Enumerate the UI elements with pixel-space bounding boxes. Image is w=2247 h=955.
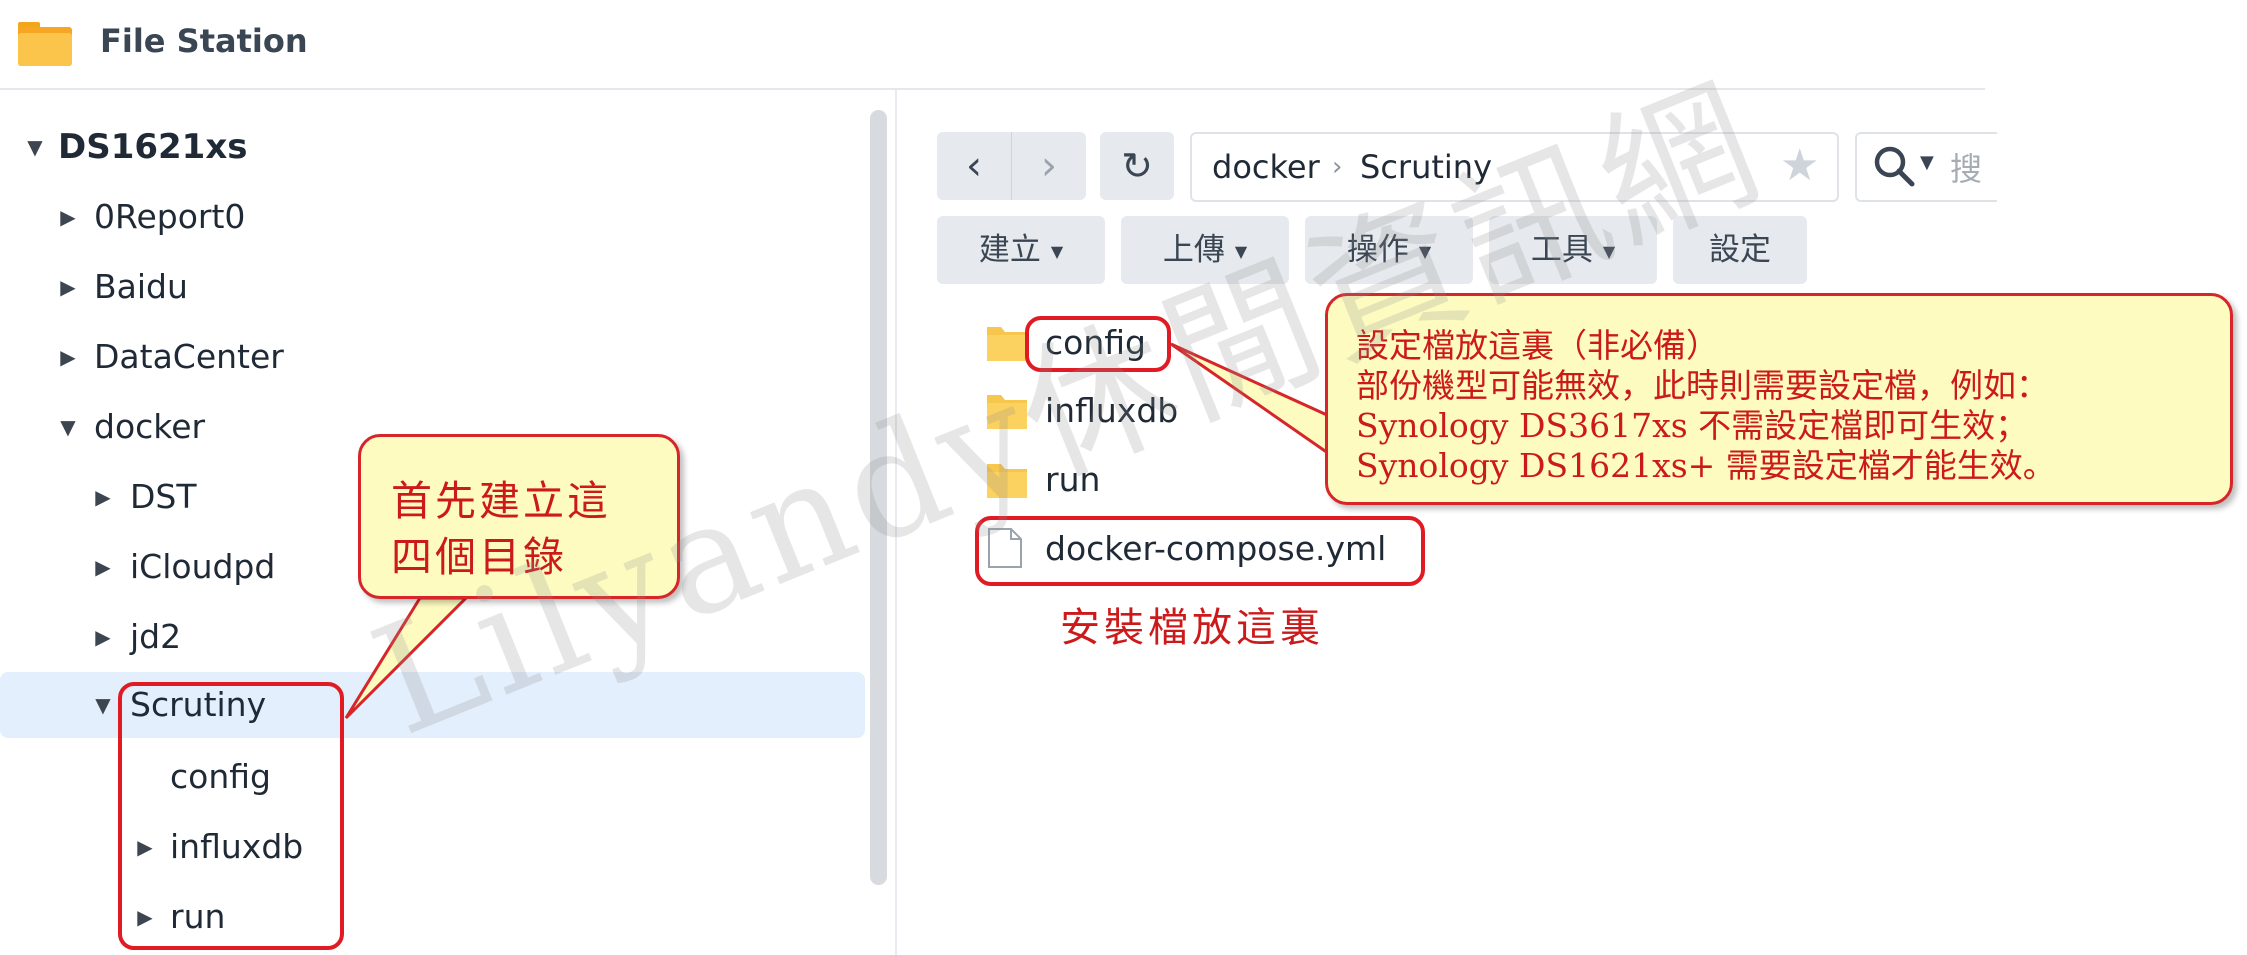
search-dropdown-icon[interactable]: ▼ [1920,152,1934,173]
callout-right-pointer [1170,342,1340,463]
caret-right-icon[interactable]: ▶ [60,275,76,299]
tree-item-label: run [170,897,226,936]
folder-icon [987,327,1027,361]
callout-line: 設定檔放這裏（非必備） [1356,326,1719,365]
app-title: File Station [100,22,308,60]
tree-item-label: Scrutiny [130,685,267,724]
tree-item-label: iCloudpd [130,547,276,586]
caret-right-icon[interactable]: ▶ [137,905,153,929]
chevron-down-icon: ▼ [1418,241,1432,261]
callout-line: Synology DS1621xs+ 需要設定檔才能生效。 [1356,446,2056,485]
tree-item-label: Baidu [94,267,188,306]
tree-item-label: DataCenter [94,337,284,376]
path-segment-docker[interactable]: docker [1212,148,1320,186]
star-icon[interactable]: ★ [1780,140,1820,191]
highlight-compose-file [975,516,1425,586]
tree-item-label: config [170,757,271,796]
tree-item-datacenter[interactable]: ▶ DataCenter [0,324,865,390]
action-button[interactable]: 操作 ▼ [1305,216,1473,284]
tree-scrollbar[interactable] [870,110,887,885]
caret-right-icon[interactable]: ▶ [60,345,76,369]
refresh-button[interactable]: ↻ [1100,132,1174,200]
tree-root[interactable]: ▼ DS1621xs [0,114,865,180]
callout-create-folders: 首先建立這 四個目錄 [358,434,680,599]
file-name: docker-compose.yml [1045,529,1387,568]
tree-item-dst[interactable]: ▶ DST [0,464,865,530]
title-bar [0,0,1985,90]
settings-button[interactable]: 設定 [1673,216,1807,284]
upload-button[interactable]: 上傳 ▼ [1121,216,1289,284]
create-button[interactable]: 建立 ▼ [937,216,1105,284]
caret-right-icon[interactable]: ▶ [95,485,111,509]
chevron-right-icon: › [1041,143,1057,189]
forward-button[interactable]: › [1012,132,1086,200]
path-segment-scrutiny[interactable]: Scrutiny [1360,148,1492,186]
tree-item-label: jd2 [130,617,182,656]
callout-line: 四個目錄 [391,533,567,581]
settings-label: 設定 [1709,232,1771,268]
chevron-down-icon: ▼ [1234,241,1248,261]
callout-line: 首先建立這 [391,477,611,525]
highlight-tree-subfolders [118,682,344,950]
caret-down-icon[interactable]: ▼ [60,415,76,439]
caret-right-icon[interactable]: ▶ [60,205,76,229]
caret-down-icon[interactable]: ▼ [95,693,111,717]
callout-config-note: 設定檔放這裏（非必備） 部份機型可能無效，此時則需要設定檔，例如： Synolo… [1325,293,2233,505]
callout-left-pointer [344,596,470,720]
chevron-down-icon: ▼ [1050,241,1064,261]
upload-label: 上傳 [1162,232,1225,268]
tree-item-icloudpd[interactable]: ▶ iCloudpd [0,534,865,600]
back-button[interactable]: ‹ [937,132,1012,200]
search-icon[interactable] [1872,144,1916,188]
tree-item-label: docker [94,407,206,446]
chevron-left-icon: ‹ [966,143,982,189]
refresh-icon: ↻ [1121,144,1153,188]
panel-divider[interactable] [895,90,897,955]
file-name: config [1045,323,1146,362]
callout-line: 部份機型可能無效，此時則需要設定檔，例如： [1356,366,2049,405]
tree-item-run[interactable]: ▶ run [0,884,865,950]
caret-right-icon[interactable]: ▶ [137,835,153,859]
caret-right-icon[interactable]: ▶ [95,625,111,649]
path-separator-icon: › [1332,152,1343,182]
file-name: run [1045,460,1101,499]
search-placeholder[interactable]: 搜 [1950,150,1983,188]
tree-item-docker[interactable]: ▼ docker [0,394,865,460]
caret-right-icon[interactable]: ▶ [95,555,111,579]
chevron-down-icon: ▼ [1602,241,1616,261]
tree-item-influxdb[interactable]: ▶ influxdb [0,814,865,880]
file-icon [988,528,1022,568]
file-name: influxdb [1045,391,1179,430]
caret-down-icon[interactable]: ▼ [27,135,43,159]
folder-icon [987,464,1027,498]
tree-item-label: 0Report0 [94,197,246,236]
tools-button[interactable]: 工具 ▼ [1489,216,1657,284]
tree-item-label: influxdb [170,827,304,866]
tree-item-label: DST [130,477,197,516]
tree-item-jd2[interactable]: ▶ jd2 [0,604,865,670]
create-label: 建立 [978,232,1041,268]
callout-line: Synology DS3617xs 不需設定檔即可生效； [1356,406,2029,445]
install-note: 安裝檔放這裏 [1060,605,1324,651]
tree-item-0report0[interactable]: ▶ 0Report0 [0,184,865,250]
folder-icon [18,22,72,66]
path-bar[interactable]: docker › Scrutiny [1190,132,1839,202]
tree-item-config[interactable]: config [0,744,865,810]
tree-root-label: DS1621xs [58,127,248,167]
action-label: 操作 [1346,232,1409,268]
tools-label: 工具 [1530,232,1593,268]
highlight-config-folder [1025,316,1171,372]
folder-icon [987,395,1027,429]
tree-item-baidu[interactable]: ▶ Baidu [0,254,865,320]
